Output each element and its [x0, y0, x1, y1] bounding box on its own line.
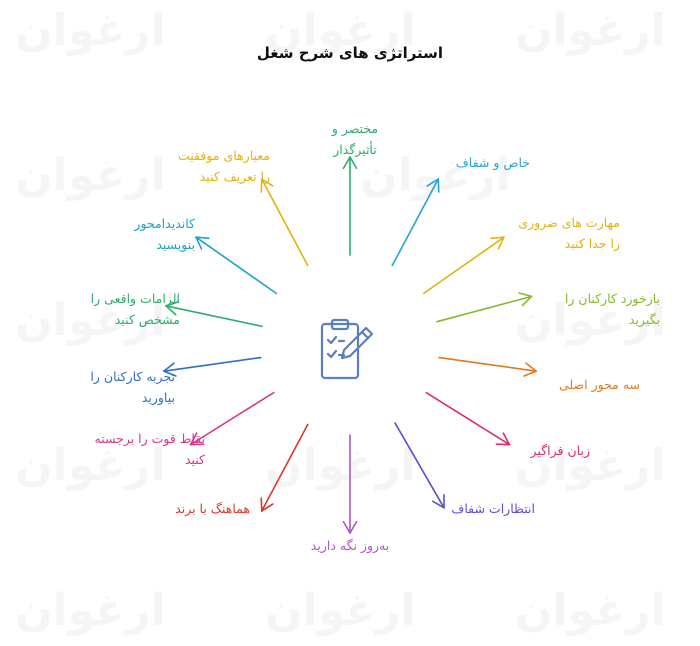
- arrow-icon: [163, 356, 262, 377]
- label-keep-updated: به‌روز نگه دارید: [290, 535, 410, 556]
- label-line: به‌روز نگه دارید: [310, 538, 390, 553]
- arrow-icon: [260, 178, 309, 267]
- clipboard-pencil-icon: [320, 318, 374, 380]
- label-line: سه محور اصلی: [558, 377, 640, 392]
- label-line: بگیرید: [628, 312, 660, 327]
- label-line: نقاط قوت را برجسته: [94, 431, 205, 446]
- label-line: الزامات واقعی را: [90, 291, 180, 306]
- arrow-icon: [342, 434, 358, 534]
- label-real-requirements: الزامات واقعی را مشخص کنید: [40, 288, 180, 330]
- arrow-icon: [394, 422, 445, 509]
- arrow-icon: [425, 391, 511, 446]
- label-candidate-centric: کاندیدامحور بنویسید: [75, 213, 195, 255]
- label-line: کاندیدامحور: [134, 216, 195, 231]
- arrow-icon: [391, 178, 440, 267]
- label-three-main-axes: سه محور اصلی: [530, 374, 640, 395]
- label-line: معیارهای موفقیت: [178, 148, 270, 163]
- label-specific-clear: خاص و شفاف: [420, 152, 530, 173]
- diagram-title: استراتژی های شرح شغل: [256, 44, 444, 62]
- label-line: را تعریف کنید: [199, 169, 270, 184]
- label-essential-skills: مهارت های ضروری را جدا کنید: [490, 212, 620, 254]
- label-concise-impactful: مختصر و تأثیرگذار: [315, 118, 395, 160]
- label-line: بیاورید: [141, 390, 175, 405]
- arrow-icon: [436, 292, 533, 323]
- label-line: هماهنگ با برند: [175, 501, 250, 516]
- arrow-icon: [342, 156, 358, 256]
- arrow-icon: [422, 236, 505, 295]
- label-inclusive-language: زبان فراگیر: [490, 440, 590, 461]
- label-employee-feedback: بازخورد کارکنان را بگیرید: [520, 288, 660, 330]
- label-success-criteria: معیارهای موفقیت را تعریف کنید: [145, 145, 270, 187]
- arrow-icon: [165, 301, 263, 328]
- label-line: بنویسید: [156, 237, 195, 252]
- label-line: را جدا کنید: [564, 236, 620, 251]
- label-line: انتظارات شفاف: [451, 501, 535, 516]
- label-clear-expectations: انتظارات شفاف: [420, 498, 535, 519]
- arrow-icon: [195, 236, 278, 295]
- label-highlight-strengths: نقاط قوت را برجسته کنید: [55, 428, 205, 470]
- label-line: تأثیرگذار: [333, 142, 377, 157]
- arrow-icon: [260, 423, 309, 512]
- arrow-icon: [189, 391, 275, 446]
- label-line: مشخص کنید: [114, 312, 180, 327]
- label-line: تجربه کارکنان را: [90, 369, 175, 384]
- label-line: کنید: [184, 452, 205, 467]
- label-line: زبان فراگیر: [530, 443, 590, 458]
- label-line: مهارت های ضروری: [518, 215, 620, 230]
- arrow-icon: [438, 356, 537, 377]
- label-line: بازخورد کارکنان را: [564, 291, 660, 306]
- label-line: مختصر و: [331, 121, 379, 136]
- label-employee-experience: تجربه کارکنان را بیاورید: [40, 366, 175, 408]
- label-brand-aligned: هماهنگ با برند: [140, 498, 250, 519]
- label-line: خاص و شفاف: [455, 155, 530, 170]
